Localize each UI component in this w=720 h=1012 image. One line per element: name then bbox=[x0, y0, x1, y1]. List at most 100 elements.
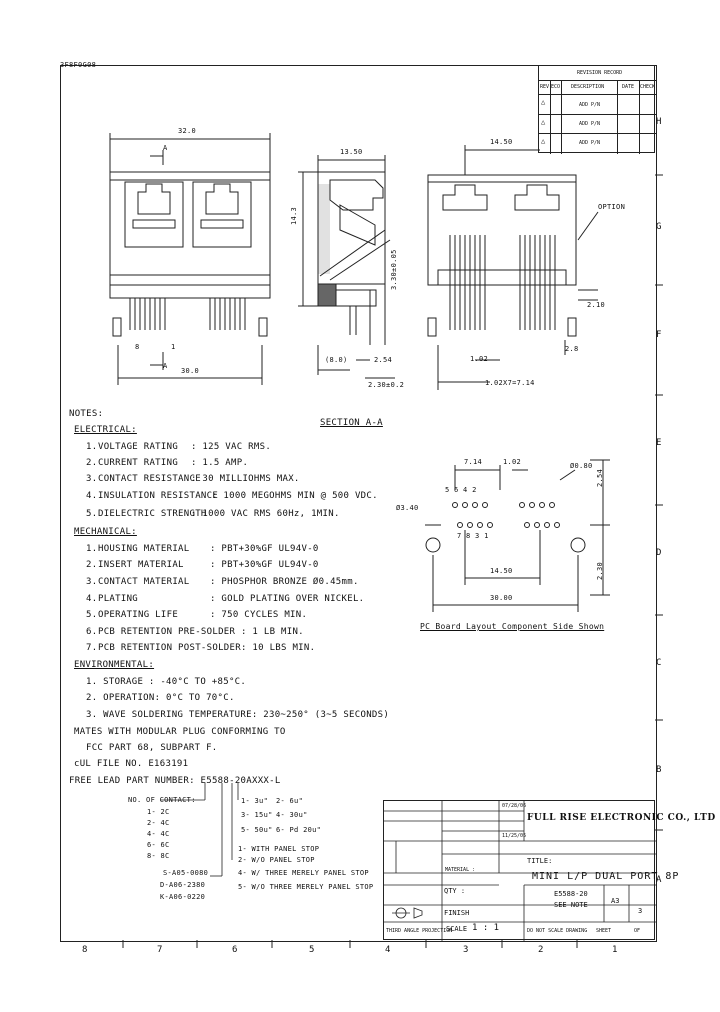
mechanical-1-num: 1. bbox=[86, 544, 98, 554]
of-label: OF bbox=[634, 928, 641, 934]
electrical-head: ELECTRICAL: bbox=[74, 425, 137, 435]
header-code: 3F8F0G08 bbox=[60, 52, 96, 71]
rev-header-check: CHECK bbox=[640, 84, 656, 90]
section-a-bottom: A bbox=[163, 362, 168, 370]
mechanical-3-num: 3. bbox=[86, 577, 98, 587]
dim-right-top: 14.50 bbox=[490, 138, 513, 146]
dim-right-102: 1.02 bbox=[470, 355, 489, 363]
contact-3: 4- 4C bbox=[147, 830, 170, 838]
zone-6: 6 bbox=[232, 945, 238, 955]
revision-col bbox=[561, 80, 562, 154]
electrical-4-val: : 1000 MEGOHMS MIN @ 500 VDC. bbox=[212, 491, 378, 501]
plating-4: 4- 30u" bbox=[276, 811, 308, 819]
mates-line-2: FCC PART 68, SUBPART F. bbox=[86, 743, 218, 753]
revision-divider bbox=[539, 114, 656, 115]
zone-3: 3 bbox=[463, 945, 469, 955]
mechanical-2-key: INSERT MATERIAL bbox=[98, 560, 184, 570]
zone-5: 5 bbox=[309, 945, 315, 955]
mechanical-1-val: : PBT+30%GF UL94V-0 bbox=[210, 544, 319, 554]
electrical-1-key: VOLTAGE RATING bbox=[98, 442, 179, 452]
section-a-top: A bbox=[163, 144, 168, 152]
mechanical-7-num: 7. bbox=[86, 643, 98, 653]
zone-b: B bbox=[656, 765, 662, 775]
mechanical-6-key: PCB RETENTION PRE-SOLDER bbox=[98, 627, 236, 637]
pcb-dim-340: Ø3.40 bbox=[396, 504, 419, 512]
dim-front-bottom: 30.0 bbox=[181, 367, 200, 375]
dim-front-width: 32.0 bbox=[178, 127, 197, 135]
scale-label: SCALE bbox=[446, 925, 468, 933]
pcb-dim-102: 1.02 bbox=[503, 458, 522, 466]
pin-8-label: 8 bbox=[135, 343, 140, 351]
pcb-pin-row-bottom: 7 8 3 1 bbox=[457, 532, 489, 540]
mechanical-6-val: : 1 LB MIN. bbox=[241, 627, 304, 637]
mechanical-4-num: 4. bbox=[86, 594, 98, 604]
drawing-frame bbox=[60, 65, 657, 942]
dim-side-bottom-1: (8.0) bbox=[325, 356, 348, 364]
plating-2: 2- 6u" bbox=[276, 797, 304, 805]
electrical-1-val: : 125 VAC RMS. bbox=[191, 442, 272, 452]
zone-e: E bbox=[656, 438, 662, 448]
electrical-3-val: : 30 MILLIOHMS MAX. bbox=[191, 474, 300, 484]
date-1: 07/28/06 bbox=[502, 803, 527, 809]
stop-1: 1- WITH PANEL STOP bbox=[238, 845, 320, 853]
title-block: 07/28/06 11/25/05 FULL RISE ELECTRONIC C… bbox=[383, 800, 715, 941]
revision-col bbox=[639, 80, 640, 154]
electrical-1-num: 1. bbox=[86, 442, 98, 452]
electrical-2-key: CURRENT RATING bbox=[98, 458, 179, 468]
rev-header-desc: DESCRIPTION bbox=[571, 84, 605, 90]
electrical-3-num: 3. bbox=[86, 474, 98, 484]
revision-divider bbox=[539, 80, 656, 81]
electrical-5-num: 5. bbox=[86, 509, 98, 519]
mechanical-7-val: : 10 LBS MIN. bbox=[241, 643, 316, 653]
sheet-label: SHEET bbox=[596, 928, 612, 934]
contact-2: 2- 4C bbox=[147, 819, 170, 827]
pcb-dim-hole: Ø0.80 bbox=[570, 462, 593, 470]
dim-side-width: 13.50 bbox=[340, 148, 363, 156]
see-note: SEE NOTE bbox=[554, 901, 588, 909]
mechanical-3-key: CONTACT MATERIAL bbox=[98, 577, 190, 587]
pcb-dim-714: 7.14 bbox=[464, 458, 483, 466]
rev-header-date: DATE bbox=[622, 84, 635, 90]
contact-1: 1- 2C bbox=[147, 808, 170, 816]
title-block-grid bbox=[384, 801, 656, 941]
electrical-4-key: INSULATION RESISTANCE bbox=[98, 491, 219, 501]
do-not-scale: DO NOT SCALE DRAWING bbox=[527, 928, 588, 934]
environmental-2: 2. OPERATION: 0°C TO 70°C. bbox=[86, 693, 235, 703]
zone-2: 2 bbox=[538, 945, 544, 955]
notes-title: NOTES: bbox=[69, 409, 104, 419]
cul-file: cUL FILE NO. E163191 bbox=[74, 759, 189, 769]
code-3: K-A06-0220 bbox=[160, 893, 206, 901]
mechanical-2-val: : PBT+30%GF UL94V-0 bbox=[210, 560, 319, 570]
drawing-number: E5588-20 bbox=[554, 890, 588, 898]
mechanical-3-val: : PHOSPHOR BRONZE Ø0.45mm. bbox=[210, 577, 359, 587]
mechanical-6-num: 6. bbox=[86, 627, 98, 637]
revision-block: REVISION RECORD REV ECO DESCRIPTION DATE… bbox=[538, 65, 656, 154]
date-2: 11/25/05 bbox=[502, 833, 527, 839]
rev-value: 3 bbox=[638, 907, 643, 915]
contact-4: 6- 6C bbox=[147, 841, 170, 849]
electrical-3-key: CONTACT RESISTANCE bbox=[98, 474, 201, 484]
pin-1-label: 1 bbox=[171, 343, 176, 351]
mechanical-5-num: 5. bbox=[86, 610, 98, 620]
zone-4: 4 bbox=[385, 945, 391, 955]
rev-header-rev: REV bbox=[540, 84, 550, 90]
code-2: D-A06-2380 bbox=[160, 881, 206, 889]
environmental-head: ENVIRONMENTAL: bbox=[74, 660, 155, 670]
electrical-2-num: 2. bbox=[86, 458, 98, 468]
mechanical-5-key: OPERATING LIFE bbox=[98, 610, 179, 620]
rev-header-eco: ECO bbox=[551, 84, 561, 90]
revision-divider bbox=[539, 94, 656, 95]
mechanical-head: MECHANICAL: bbox=[74, 527, 137, 537]
environmental-1: 1. STORAGE : -40°C TO +85°C. bbox=[86, 677, 247, 687]
zone-g: G bbox=[656, 222, 662, 232]
dim-side-bottom-2: 2.54 bbox=[374, 356, 393, 364]
finish-label: FINISH bbox=[444, 909, 470, 917]
rev-row-2-mark: △ bbox=[541, 118, 546, 126]
plating-3: 3- 15u" bbox=[241, 811, 273, 819]
electrical-5-key: DIELECTRIC STRENGTH bbox=[98, 509, 207, 519]
